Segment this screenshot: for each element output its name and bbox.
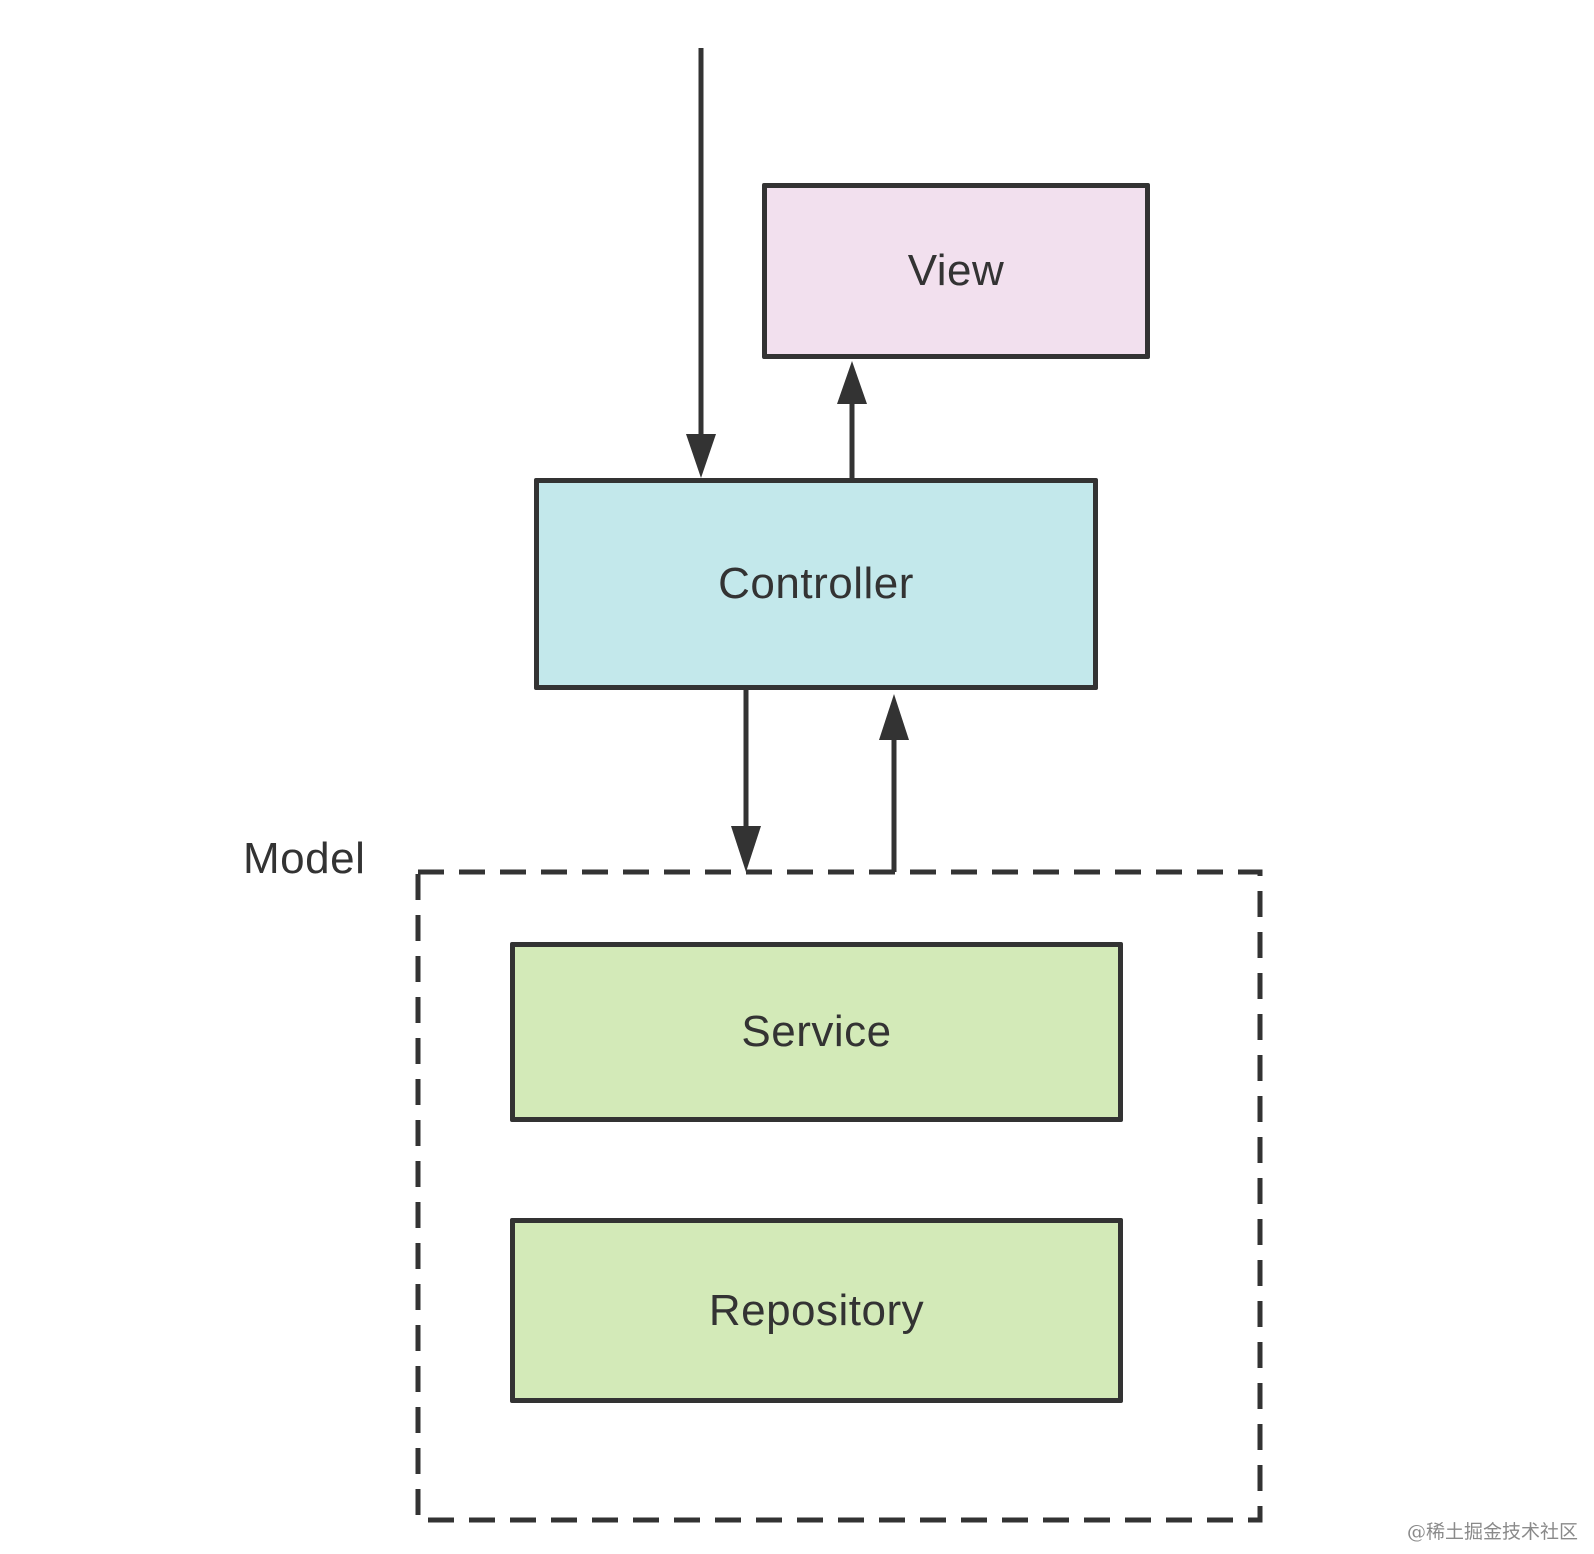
controller-to-model-arrow	[731, 690, 761, 872]
view-node-label: View	[907, 246, 1005, 295]
request-arrow	[686, 48, 716, 478]
view-node: View	[762, 183, 1150, 359]
model-group-boundary	[415, 869, 1263, 1523]
service-node: Service	[510, 942, 1123, 1122]
controller-to-view-arrow	[837, 361, 867, 478]
model-group-label: Model	[243, 834, 366, 883]
controller-node: Controller	[534, 478, 1098, 690]
model-to-controller-arrow	[879, 694, 909, 872]
watermark: @稀土掘金技术社区	[1406, 1521, 1578, 1543]
controller-node-label: Controller	[718, 559, 914, 608]
repository-node-label: Repository	[708, 1285, 925, 1335]
repository-node: Repository	[510, 1218, 1123, 1403]
service-node-label: Service	[741, 1007, 892, 1056]
